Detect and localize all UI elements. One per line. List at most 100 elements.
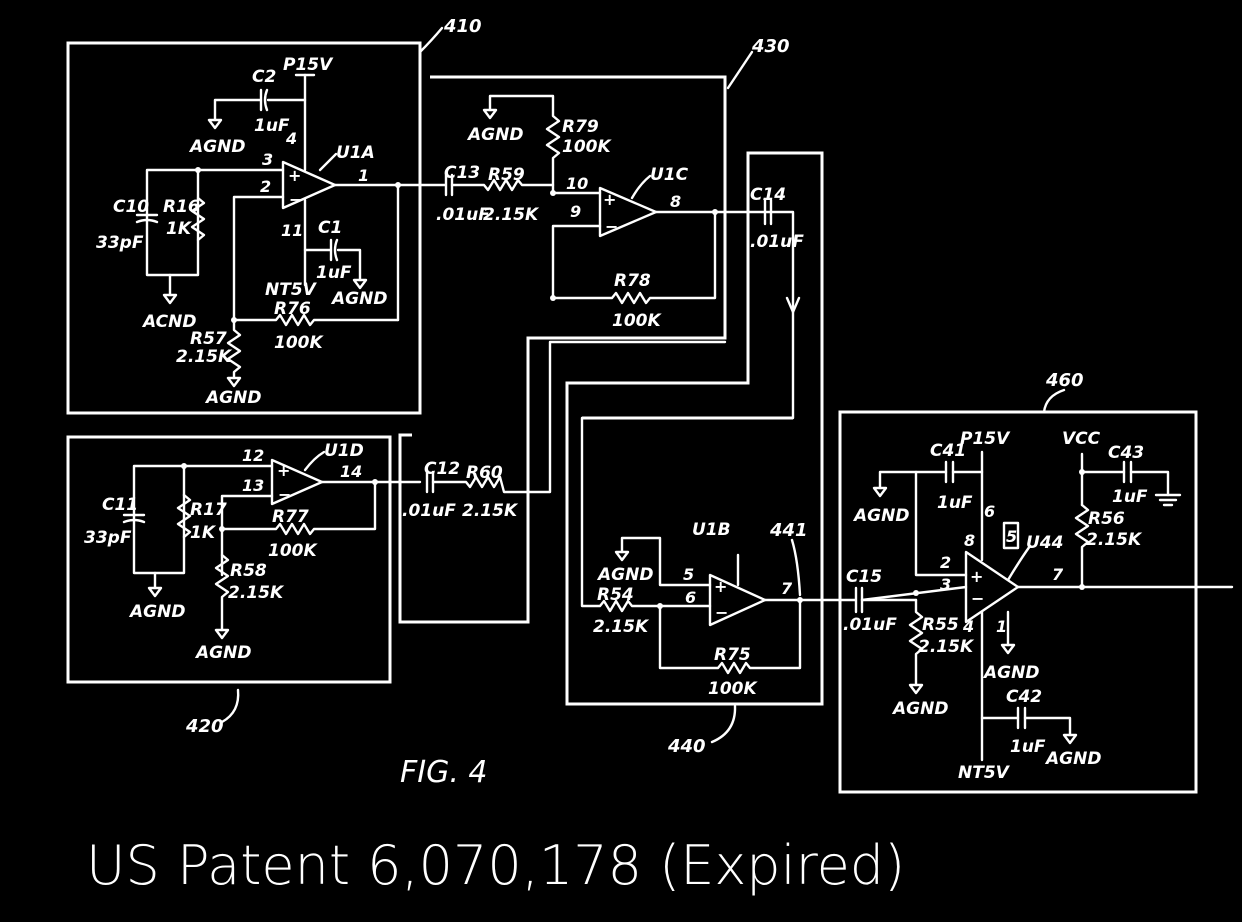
value-c43: 1uF	[1112, 487, 1148, 507]
resistor-r54	[580, 416, 712, 613]
u1a-plus: +	[288, 166, 301, 185]
wire-c43	[1080, 470, 1170, 497]
label-u1b: U1B	[692, 520, 731, 540]
value-c42: 1uF	[1010, 737, 1046, 757]
pin-6-u44: 6	[984, 502, 995, 521]
label-r54: R54	[597, 585, 634, 605]
pin-11-u1a: 11	[281, 221, 303, 240]
resistor-r60	[431, 340, 727, 494]
opamp-u44	[964, 550, 1020, 624]
value-r59: 2.15K	[483, 205, 540, 225]
label-c11: C11	[102, 495, 138, 515]
u1d-leader	[303, 450, 326, 472]
net-agnd-6: AGND	[194, 643, 251, 663]
capacitor-c11	[122, 513, 146, 524]
ground-agnd-c42	[1062, 733, 1078, 745]
label-r57: R57	[190, 329, 227, 349]
label-r79: R79	[562, 117, 599, 137]
value-r78: 100K	[612, 311, 662, 331]
block-440-outline	[565, 151, 824, 706]
ground-acnd	[162, 293, 178, 305]
pin-2-u44: 2	[940, 553, 951, 572]
leader-410	[418, 26, 444, 54]
label-u1d: U1D	[324, 441, 364, 461]
value-r54: 2.15K	[593, 617, 650, 637]
u1a-minus: −	[289, 190, 302, 209]
value-r57: 2.15K	[176, 347, 233, 367]
u44-minus: −	[971, 589, 984, 608]
wire-c14-down	[769, 210, 795, 420]
net-nt5v-2: NT5V	[958, 763, 1011, 783]
pin-3-u44: 3	[940, 575, 951, 594]
resistor-r75	[658, 598, 802, 675]
ground-agnd-r57	[226, 376, 242, 388]
pin-7-u44: 7	[1052, 565, 1064, 584]
value-c14: .01uF	[750, 232, 804, 252]
value-c1: 1uF	[316, 263, 352, 283]
net-agnd-2: AGND	[330, 289, 387, 309]
opamp-u1a	[281, 160, 337, 210]
label-r75: R75	[714, 645, 751, 665]
pin-8-u44: 8	[964, 531, 975, 550]
value-r77: 100K	[268, 541, 318, 561]
pin-9-u1c: 9	[570, 202, 581, 221]
pin-4-u44: 4	[962, 617, 974, 636]
label-r76: R76	[274, 299, 311, 319]
net-p15v-1: P15V	[283, 55, 334, 75]
label-r78: R78	[614, 271, 651, 291]
capacitor-c1	[329, 238, 339, 262]
resistor-r79	[488, 94, 561, 195]
label-r16: R16	[163, 197, 200, 217]
capacitor-c42	[1016, 706, 1027, 730]
leader-460	[1042, 388, 1066, 414]
value-r55: 2.15K	[918, 637, 975, 657]
resistor-r17	[176, 493, 192, 539]
ground-earth-icon	[1154, 493, 1182, 507]
wire-u1c-pin9	[551, 224, 602, 300]
net-agnd-8: AGND	[852, 506, 909, 526]
leader-430	[726, 50, 754, 90]
wire-u1b-pin5	[620, 536, 712, 587]
resistor-r56	[1074, 503, 1090, 589]
u1b-plus: +	[714, 577, 727, 596]
ref-440: 440	[667, 736, 706, 757]
wire-c42	[980, 716, 1072, 737]
value-r17: 1K	[190, 523, 217, 543]
ground-agnd-c2	[207, 118, 223, 130]
leader-441	[790, 538, 802, 597]
capacitor-c2	[259, 88, 269, 112]
resistor-r57	[226, 318, 242, 380]
figure-label: FIG. 4	[400, 755, 488, 790]
value-r60: 2.15K	[462, 501, 519, 521]
leader-420	[220, 688, 240, 724]
net-agnd-10: AGND	[982, 663, 1039, 683]
ground-agnd-c1	[352, 278, 368, 290]
opamp-u1c	[598, 186, 658, 238]
resistor-r58	[214, 553, 230, 632]
value-r75: 100K	[708, 679, 758, 699]
label-r77: R77	[272, 507, 309, 527]
wire-c2	[213, 98, 307, 122]
label-c2: C2	[252, 67, 276, 87]
net-agnd-1: AGND	[188, 137, 245, 157]
label-c12: C12	[424, 459, 460, 479]
u1c-minus: −	[605, 217, 618, 236]
block-460-outline	[838, 410, 1198, 794]
label-c41: C41	[930, 441, 966, 461]
net-agnd-9: AGND	[891, 699, 948, 719]
resistor-r16	[190, 196, 206, 242]
value-c2: 1uF	[254, 116, 290, 136]
opamp-u1b	[708, 573, 767, 627]
junction-11	[913, 590, 919, 596]
u1b-minus: −	[715, 603, 728, 622]
label-r59: R59	[488, 165, 525, 185]
pin-1-u44: 1	[996, 617, 1007, 636]
resistor-r59	[450, 178, 555, 192]
label-r55: R55	[922, 615, 959, 635]
junction-6	[550, 295, 556, 301]
value-c13: .01uF	[436, 205, 490, 225]
junction-1	[195, 167, 201, 173]
capacitor-c41	[944, 460, 955, 484]
ref-441: 441	[769, 520, 808, 541]
